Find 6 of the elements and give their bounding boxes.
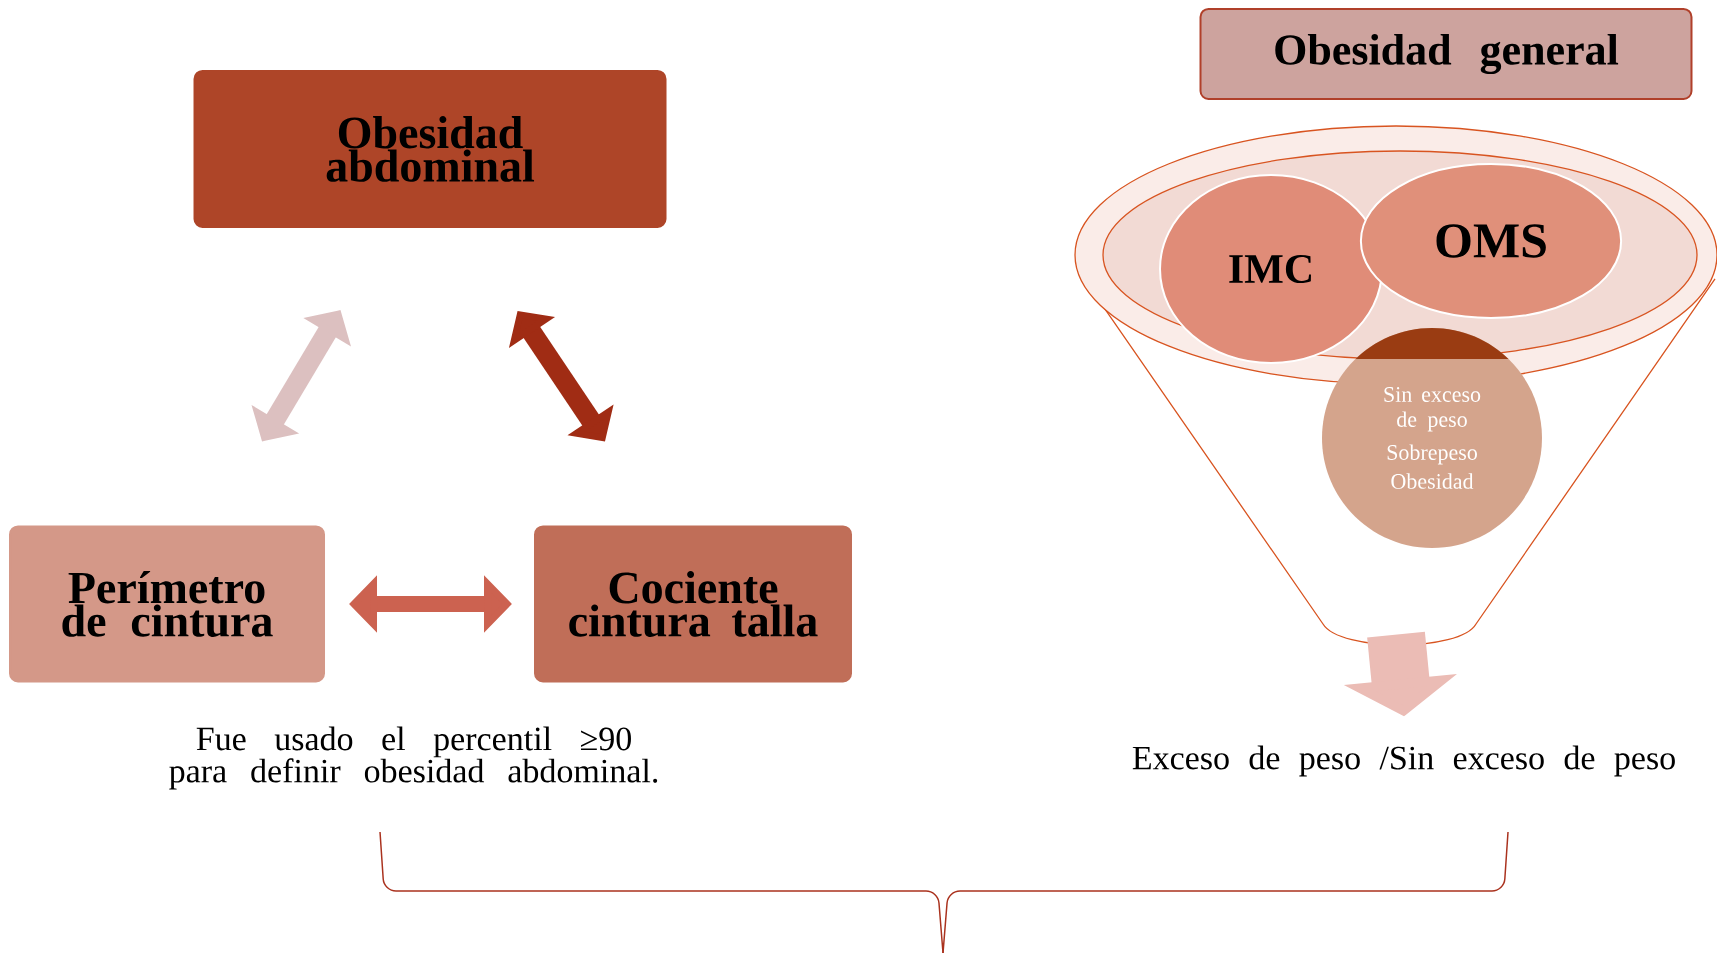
note-text: Fue usado el percentil ≥90 para definir obesidad abdominal. [169,726,658,790]
result-text: Exceso de peso /Sin exceso de peso [1132,745,1675,777]
process-box: Cociente cintura talla [534,525,852,683]
process-box: Perímetro de cintura [9,525,325,683]
title-box: Obesidad abdominal [193,70,667,228]
title-box: Obesidad general [1199,8,1693,100]
